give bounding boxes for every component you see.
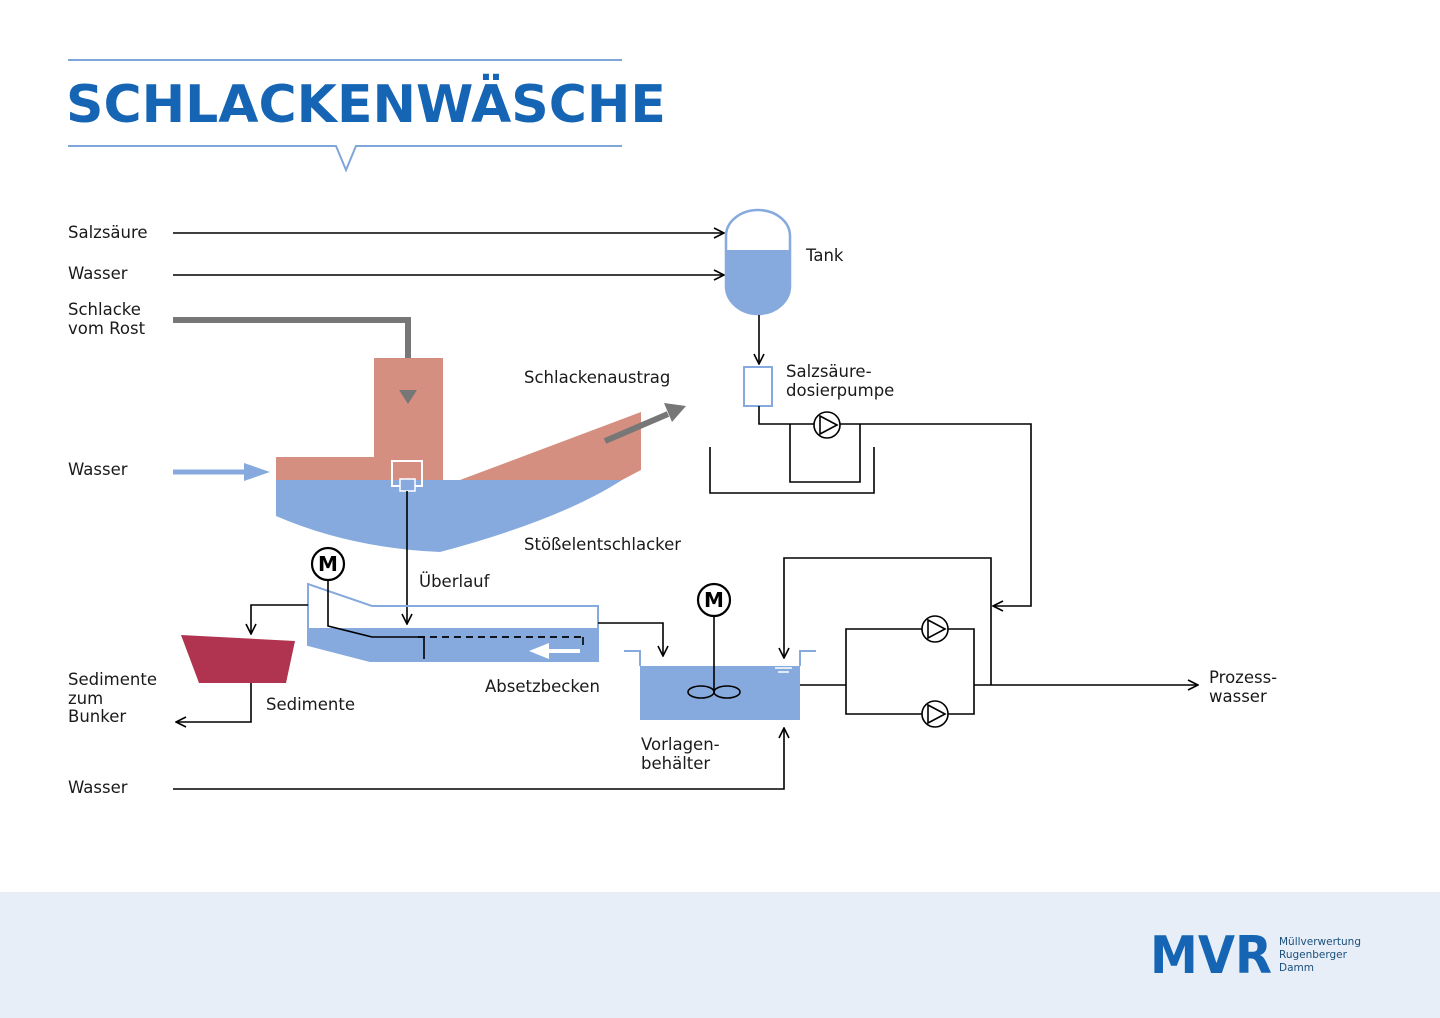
- acid-feed-line: [758, 406, 1032, 606]
- pump-bypass-line: [789, 424, 861, 483]
- motor-icon: M: [310, 546, 346, 582]
- dosing-pump-icon: [813, 411, 841, 439]
- label-sedimente-bunker-3: Bunker: [68, 707, 126, 726]
- sediment-discharge-line: [251, 604, 308, 634]
- motor-icon: M: [696, 582, 732, 618]
- label-vorlagen-1: Vorlagen-: [641, 735, 720, 754]
- label-sedimente-bunker-2: zum: [68, 689, 103, 708]
- slag-arrow-head: [399, 390, 417, 404]
- wasser-bottom-line: [173, 728, 784, 790]
- schlackenaustrag-arrow: [603, 403, 686, 444]
- vorlagenbehaelter: [624, 615, 816, 720]
- sediment-bunker-line: [176, 683, 252, 722]
- dosing-pump-box: [743, 366, 773, 407]
- motor-label: M: [318, 552, 338, 576]
- dosing-tray: [709, 447, 875, 494]
- logo-mark: MVR: [1150, 926, 1272, 986]
- label-prozess-1: Prozess-: [1209, 668, 1277, 687]
- label-wasser-bottom: Wasser: [68, 778, 128, 797]
- label-sedimente-bunker-1: Sedimente: [68, 670, 157, 689]
- label-schlackenaustrag: Schlackenaustrag: [524, 368, 670, 387]
- label-dosierpumpe-2: dosierpumpe: [786, 381, 894, 400]
- recirculation-line: [784, 557, 992, 685]
- absetzbecken: [307, 580, 599, 662]
- label-sedimente: Sedimente: [266, 695, 355, 714]
- process-pumps: [800, 615, 975, 728]
- title-block: SCHLACKENWÄSCHE: [66, 59, 666, 173]
- footer-band: [0, 892, 1440, 1018]
- sediment-hopper: [181, 635, 295, 683]
- wasser-mid-arrow: [173, 463, 270, 481]
- tank: [724, 208, 792, 316]
- label-schlacke-1: Schlacke: [68, 300, 141, 319]
- label-absetzbecken: Absetzbecken: [485, 677, 600, 696]
- stoesselentschlacker: [276, 358, 641, 552]
- overflow-to-vorlage-line: [598, 622, 663, 656]
- label-prozess-2: wasser: [1209, 687, 1267, 706]
- slag-feed-arrow: [173, 317, 411, 384]
- label-wasser-mid: Wasser: [68, 460, 128, 479]
- label-dosierpumpe-1: Salzsäure-: [786, 362, 872, 381]
- logo-line-3: Damm: [1279, 962, 1314, 974]
- label-wasser-top: Wasser: [68, 264, 128, 283]
- motor-label: M: [704, 588, 724, 612]
- label-schlacke-2: vom Rost: [68, 319, 146, 338]
- label-tank: Tank: [805, 246, 844, 265]
- page-title: SCHLACKENWÄSCHE: [66, 74, 666, 135]
- label-ueberlauf: Überlauf: [419, 572, 491, 591]
- logo-line-2: Rugenberger: [1279, 949, 1348, 961]
- label-salzsaeure: Salzsäure: [68, 223, 148, 242]
- label-vorlagen-2: behälter: [641, 754, 710, 773]
- logo-line-1: Müllverwertung: [1279, 936, 1361, 948]
- label-stoesselentschlacker: Stößelentschlacker: [524, 535, 681, 554]
- mvr-logo: MVR Müllverwertung Rugenberger Damm: [1150, 926, 1361, 986]
